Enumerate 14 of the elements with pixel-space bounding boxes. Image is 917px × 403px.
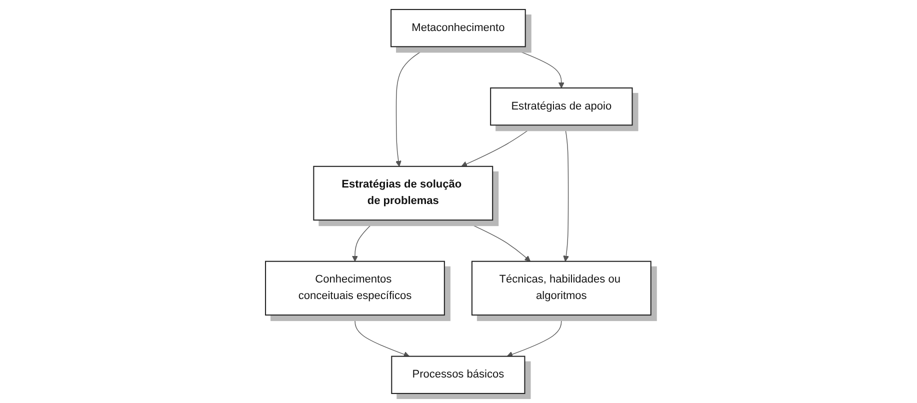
arrow	[507, 315, 565, 358]
node-box: Estratégias de solução de problemas	[313, 166, 494, 221]
node-box: Conhecimentos conceituais específicos	[265, 260, 446, 316]
arrow	[563, 125, 570, 262]
arrow	[462, 220, 531, 262]
arrow	[396, 46, 430, 167]
node-box: Técnicas, habilidades ou algoritmos	[472, 260, 652, 316]
node-box: Metaconhecimento	[390, 9, 526, 48]
arrow	[352, 220, 376, 262]
arrow	[462, 125, 536, 167]
node-box: Estratégias de apoio	[490, 87, 634, 126]
arrow	[507, 46, 565, 88]
node-box: Processos básicos	[391, 356, 526, 394]
arrow	[352, 315, 410, 358]
